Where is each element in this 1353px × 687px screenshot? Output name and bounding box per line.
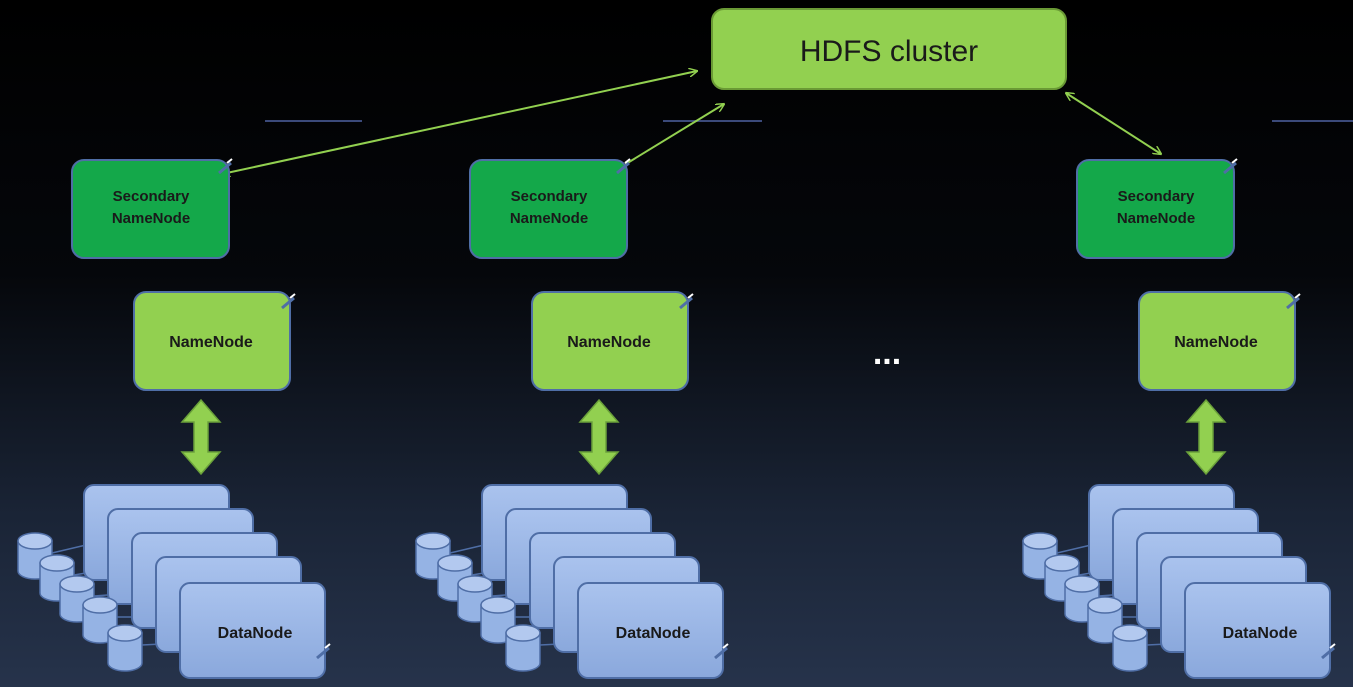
datanode-stack: DataNode (17, 484, 331, 679)
disk-top (1112, 624, 1148, 642)
more-clusters-ellipsis: ... (873, 334, 901, 372)
disk-top (457, 575, 493, 593)
corner-tick (218, 161, 232, 175)
namenode: NameNode (531, 291, 694, 391)
secondary-namenode-box (71, 159, 230, 259)
datanode-label: DataNode (616, 625, 691, 642)
corner-tick (316, 646, 330, 660)
corner-tick (226, 158, 233, 164)
namenode-label: NameNode (567, 334, 651, 351)
storage-disk-icon (1044, 554, 1080, 602)
disk-top (1064, 575, 1100, 593)
namenode-box (531, 291, 689, 391)
disk-top (107, 624, 143, 642)
namenode: NameNode (133, 291, 296, 391)
hdfs-cluster-label: HDFS cluster (800, 35, 978, 68)
namenode-label: NameNode (1174, 334, 1258, 351)
namenode-datanode-double-arrow (578, 398, 620, 476)
secondary-namenode-label-line: NameNode (510, 210, 588, 227)
datanode-link (51, 544, 87, 554)
corner-tick (714, 646, 728, 660)
disk-top (480, 596, 516, 614)
disk-body (505, 632, 541, 672)
secondary-namenode-label-line: Secondary (511, 188, 588, 205)
corner-tick (1286, 296, 1300, 310)
secondary-namenode-label-line: Secondary (1118, 188, 1195, 205)
secondary-namenode-box (1076, 159, 1235, 259)
secondary-namenode-label-line: NameNode (1117, 210, 1195, 227)
cluster-connector (222, 71, 697, 174)
corner-tick (1223, 161, 1237, 175)
disk-top (59, 575, 95, 593)
cluster-connector (1066, 93, 1161, 154)
disk-top (415, 532, 451, 550)
namenode: NameNode (1138, 291, 1301, 391)
disk-top (39, 554, 75, 572)
namenode-box (133, 291, 291, 391)
disk-top (505, 624, 541, 642)
disk-top (1022, 532, 1058, 550)
storage-disk-icon (1112, 624, 1148, 672)
secondary-namenode-label-line: NameNode (112, 210, 190, 227)
corner-tick (1329, 643, 1336, 649)
namenode-label: NameNode (169, 334, 253, 351)
corner-tick (1321, 646, 1335, 660)
datanode-label: DataNode (218, 625, 293, 642)
corner-tick (624, 158, 631, 164)
disk-top (437, 554, 473, 572)
disk-top (17, 532, 53, 550)
secondary-namenode-box (469, 159, 628, 259)
corner-tick (679, 296, 693, 310)
datanode-label: DataNode (1223, 625, 1298, 642)
datanode-link (449, 544, 485, 554)
corner-tick (281, 296, 295, 310)
namenode-datanode-double-arrow (1185, 398, 1227, 476)
datanode-stack: DataNode (415, 484, 729, 679)
storage-disk-icon (107, 624, 143, 672)
corner-tick (722, 643, 729, 649)
namenode-datanode-double-arrow (180, 398, 222, 476)
disk-body (107, 632, 143, 672)
secondary-namenode-label-line: Secondary (113, 188, 190, 205)
corner-tick (324, 643, 331, 649)
corner-tick (289, 293, 296, 299)
hdfs-cluster-node: HDFS cluster (711, 8, 1067, 90)
corner-tick (687, 293, 694, 299)
corner-tick (616, 161, 630, 175)
datanode-link (1056, 544, 1092, 554)
cluster-connector (616, 104, 724, 170)
disk-top (82, 596, 118, 614)
disk-top (1087, 596, 1123, 614)
datanode-box (179, 582, 326, 679)
storage-disk-icon (505, 624, 541, 672)
datanode-stack: DataNode (1022, 484, 1336, 679)
namenode-box (1138, 291, 1296, 391)
corner-tick (1231, 158, 1238, 164)
disk-body (1112, 632, 1148, 672)
corner-tick (1294, 293, 1301, 299)
datanode-box (577, 582, 724, 679)
datanode-box (1184, 582, 1331, 679)
hdfs-cluster-box (711, 8, 1067, 90)
disk-top (1044, 554, 1080, 572)
